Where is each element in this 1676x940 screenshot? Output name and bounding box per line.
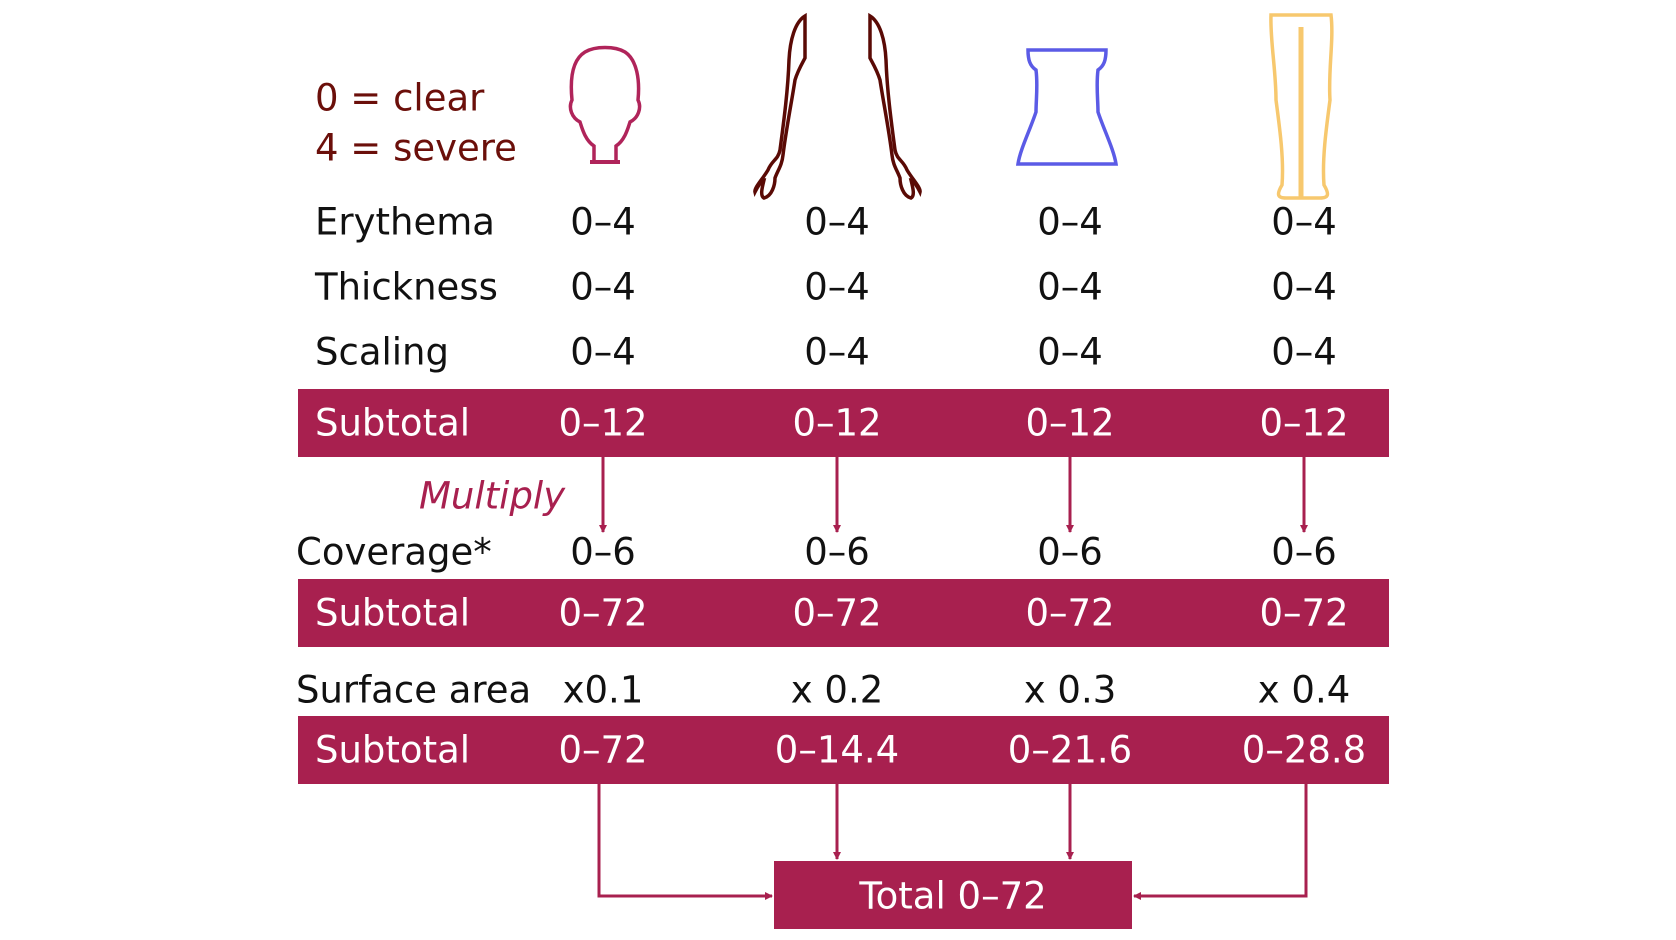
row-value: 0–4 bbox=[804, 330, 870, 374]
coverage-value: 0–6 bbox=[804, 530, 870, 574]
subtotal-bar-1 bbox=[298, 389, 1389, 457]
surface-area-value: x 0.4 bbox=[1257, 668, 1351, 712]
subtotal-value: 0–12 bbox=[1025, 401, 1115, 445]
legend-clear: 0 = clear bbox=[315, 76, 485, 120]
legs-icon bbox=[1269, 13, 1334, 200]
subtotal-value: 0–12 bbox=[792, 401, 882, 445]
subtotal-bar-2 bbox=[298, 579, 1389, 647]
subtotal-value: 0–72 bbox=[558, 728, 648, 772]
surface-area-value: x0.1 bbox=[562, 668, 644, 712]
total-label: Total 0–72 bbox=[859, 874, 1047, 918]
row-value: 0–4 bbox=[570, 265, 636, 309]
coverage-value: 0–6 bbox=[1037, 530, 1103, 574]
head-icon bbox=[568, 45, 642, 164]
surface-area-value: x 0.3 bbox=[1023, 668, 1117, 712]
subtotal-value: 0–72 bbox=[1259, 591, 1349, 635]
subtotal-value: 0–28.8 bbox=[1241, 728, 1367, 772]
surface-area-value: x 0.2 bbox=[790, 668, 884, 712]
multiply-arrows bbox=[599, 457, 1308, 533]
subtotal-value: 0–72 bbox=[558, 591, 648, 635]
row-value: 0–4 bbox=[570, 200, 636, 244]
row-value: 0–4 bbox=[1271, 330, 1337, 374]
subtotal-value: 0–12 bbox=[1259, 401, 1349, 445]
trunk-icon bbox=[1015, 48, 1119, 166]
row-label-thickness: Thickness bbox=[315, 265, 498, 309]
row-value: 0–4 bbox=[804, 265, 870, 309]
row-value: 0–4 bbox=[804, 200, 870, 244]
subtotal-value: 0–21.6 bbox=[1007, 728, 1133, 772]
surface-area-label: Surface area bbox=[296, 668, 532, 712]
subtotal-bar-3 bbox=[298, 716, 1389, 784]
subtotal-value: 0–72 bbox=[792, 591, 882, 635]
coverage-value: 0–6 bbox=[1271, 530, 1337, 574]
row-value: 0–4 bbox=[1037, 330, 1103, 374]
row-label-scaling: Scaling bbox=[315, 330, 449, 374]
row-label-erythema: Erythema bbox=[315, 200, 495, 244]
row-value: 0–4 bbox=[1037, 200, 1103, 244]
subtotal-value: 0–12 bbox=[558, 401, 648, 445]
subtotal-value: 0–14.4 bbox=[774, 728, 900, 772]
coverage-label: Coverage* bbox=[296, 530, 492, 574]
subtotal-value: 0–72 bbox=[1025, 591, 1115, 635]
subtotal-label: Subtotal bbox=[315, 401, 471, 445]
subtotal-label: Subtotal bbox=[315, 728, 471, 772]
subtotal-label: Subtotal bbox=[315, 591, 471, 635]
row-value: 0–4 bbox=[1271, 265, 1337, 309]
row-value: 0–4 bbox=[570, 330, 636, 374]
sum-arrows bbox=[597, 784, 1308, 900]
legend-severe: 4 = severe bbox=[315, 126, 517, 170]
total-box bbox=[774, 861, 1132, 929]
coverage-value: 0–6 bbox=[570, 530, 636, 574]
row-value: 0–4 bbox=[1037, 265, 1103, 309]
multiply-label: Multiply bbox=[419, 474, 566, 518]
row-value: 0–4 bbox=[1271, 200, 1337, 244]
arms-icon bbox=[753, 12, 922, 200]
